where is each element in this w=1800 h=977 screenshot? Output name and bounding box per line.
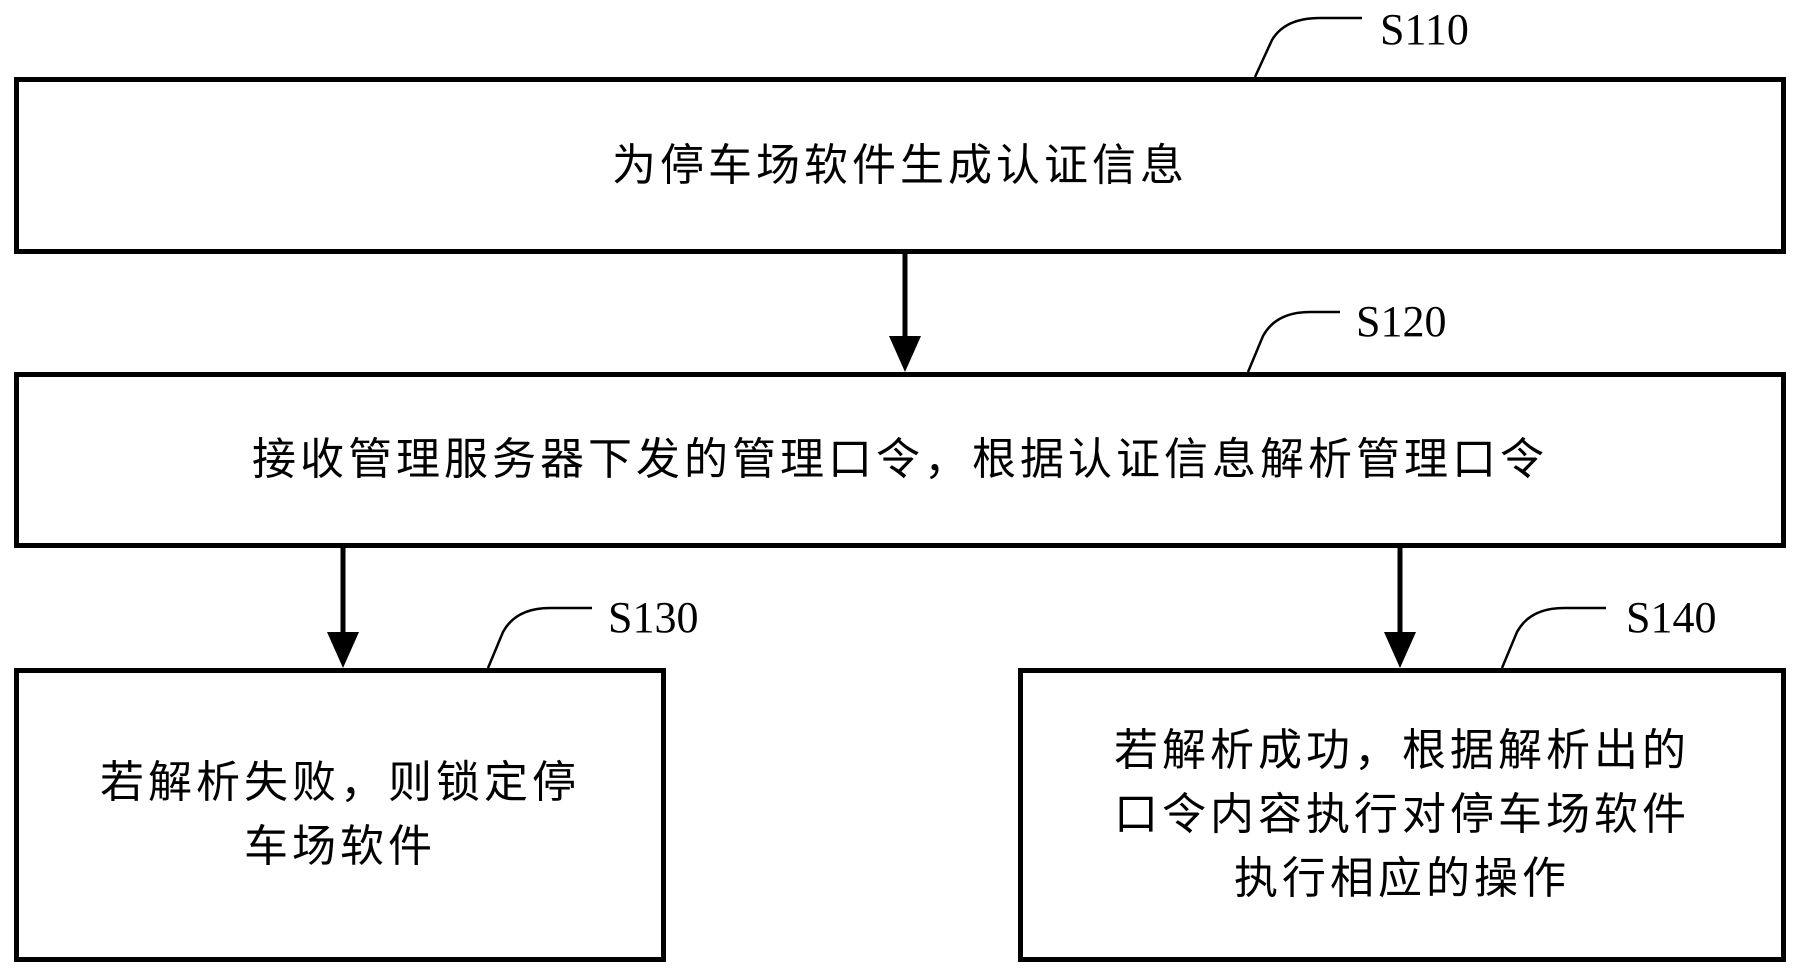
step-text-s120: 接收管理服务器下发的管理口令，根据认证信息解析管理口令 (252, 434, 1548, 485)
arrow-s120-to-s130 (327, 548, 359, 668)
step-text-line: 若解析失败，则锁定停 (100, 757, 580, 808)
step-text-line: 若解析成功，根据解析出的 (1114, 725, 1690, 776)
step-label-s140: S140 (1626, 593, 1717, 642)
step-box-s120: 接收管理服务器下发的管理口令，根据认证信息解析管理口令 (14, 372, 1786, 548)
step-text-s130: 若解析失败，则锁定停 车场软件 (100, 751, 580, 879)
leader-line-s110 (1253, 16, 1362, 78)
step-box-s140: 若解析成功，根据解析出的 口令内容执行对停车场软件 执行相应的操作 (1018, 668, 1786, 962)
step-text-line: 口令内容执行对停车场软件 (1114, 789, 1690, 840)
step-text-s110: 为停车场软件生成认证信息 (612, 139, 1188, 191)
leader-line-s130 (486, 606, 592, 669)
step-text-line: 执行相应的操作 (1234, 853, 1570, 904)
step-text-s140: 若解析成功，根据解析出的 口令内容执行对停车场软件 执行相应的操作 (1114, 719, 1690, 911)
step-label-s120: S120 (1356, 297, 1447, 346)
arrow-s110-to-s120 (889, 254, 921, 372)
step-label-s130: S130 (608, 593, 699, 642)
step-box-s110: 为停车场软件生成认证信息 (14, 77, 1786, 254)
arrow-s120-to-s140 (1384, 548, 1416, 668)
leader-line-s140 (1500, 606, 1606, 669)
step-box-s130: 若解析失败，则锁定停 车场软件 (14, 668, 666, 962)
step-label-s110: S110 (1380, 5, 1469, 54)
leader-line-s120 (1246, 310, 1340, 373)
step-text-line: 车场软件 (244, 821, 436, 872)
